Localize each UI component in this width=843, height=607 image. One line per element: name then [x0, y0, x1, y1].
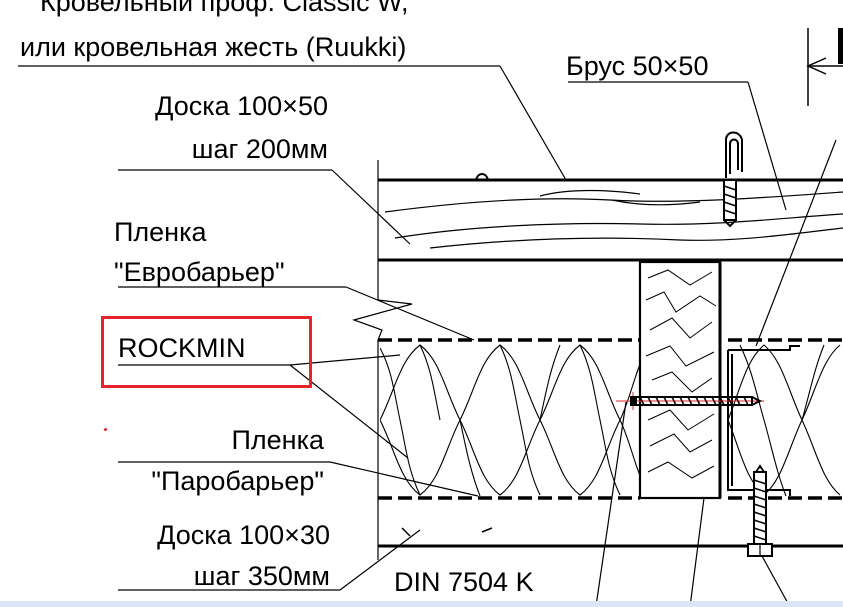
label-board-100x50-line1: Доска 100×50: [155, 91, 328, 121]
board-100x50-layer: [378, 189, 843, 262]
section-break-line: [352, 160, 413, 560]
rafter-beam: [638, 260, 722, 500]
label-roof-profile-line2: или кровельная жесть (Ruukki): [20, 32, 407, 62]
label-board-100x30-line1: Доска 100×30: [157, 520, 330, 550]
roof-clip-icon: [723, 131, 743, 228]
label-rockmin: ROCKMIN: [118, 333, 246, 363]
label-board-100x30-line2: шаг 350мм: [193, 561, 330, 591]
dimension-marker: [806, 28, 843, 106]
window-bottom-edge: [0, 601, 843, 607]
label-beam-50x50: Брус 50×50: [566, 51, 709, 81]
red-marker-dot: [104, 428, 107, 431]
label-din-7504k: DIN 7504 K: [394, 567, 534, 597]
roof-sheet-layer: [378, 173, 843, 182]
label-film-paro-line1: Пленка: [231, 425, 324, 455]
rockmin-highlight-box: [101, 316, 312, 388]
label-roof-profile-line1: Кровельный проф. Classic W,: [40, 0, 409, 17]
vertical-screw-icon: [747, 464, 773, 557]
leader-lines: [18, 65, 837, 607]
board-100x30-layer: [378, 527, 843, 548]
label-film-paro-line2: "Паробарьер": [151, 466, 324, 496]
label-film-euro-line1: Пленка: [114, 217, 207, 247]
label-board-100x50-line2: шаг 200мм: [191, 134, 328, 164]
label-film-euro-line2: "Евробарьер": [114, 257, 285, 287]
horizontal-screw-icon: [616, 392, 764, 410]
rockmin-insulation: [380, 344, 841, 497]
